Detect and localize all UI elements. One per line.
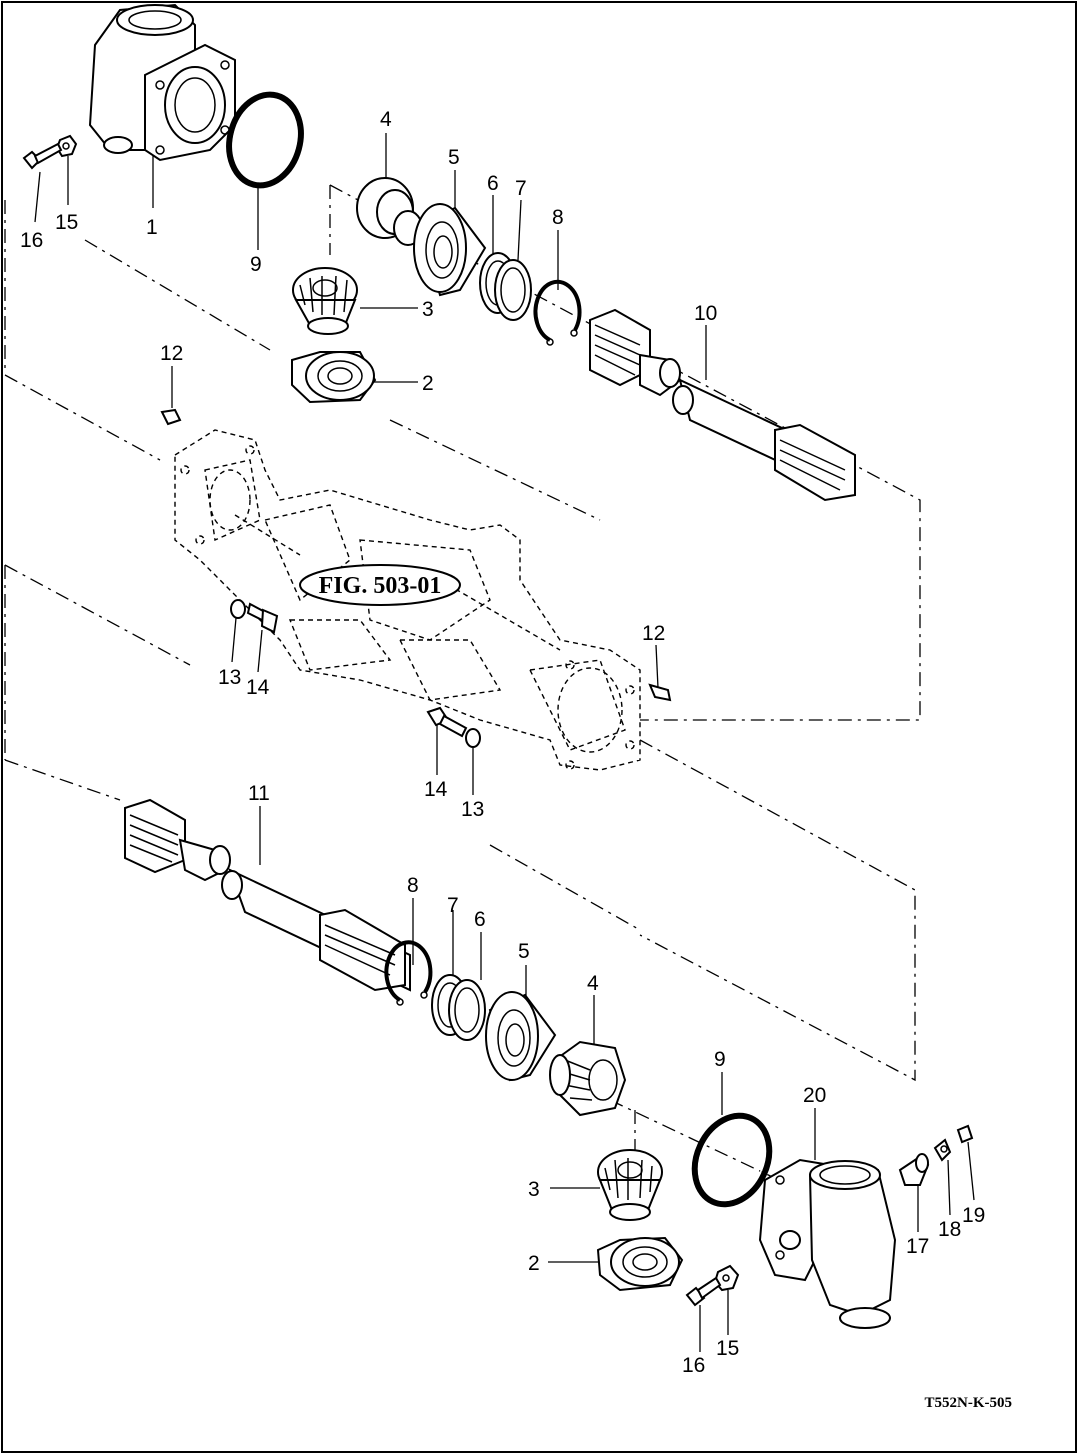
callout-17: 17 [906,1235,929,1258]
callout-14-left: 14 [246,676,270,699]
part-8-snap-ring-lower [384,940,433,1006]
part-9-o-ring-lower [691,1112,773,1208]
part-14-bolt-right [426,706,468,738]
part-2-bearing-lower [596,1236,684,1292]
callout-labels: 16 15 1 9 4 5 6 7 8 3 10 2 12 13 14 12 1… [20,108,985,1377]
callout-18: 18 [938,1218,961,1241]
part-2-bearing-upper [291,351,377,404]
part-11-axle-shaft-lower [124,798,411,992]
callout-4-lower: 4 [587,972,599,995]
callout-19: 19 [962,1204,985,1227]
figure-reference[interactable]: FIG. 503-01 [299,564,461,606]
callout-15-lower: 15 [716,1337,739,1360]
assembly-centerlines [4,184,921,1191]
part-16-bolt-lower [685,1276,722,1307]
part-3-bevel-gear-lower [597,1149,663,1221]
part-15-nut-upper [55,134,78,158]
callout-12-upper: 12 [160,342,183,365]
part-6-shim-lower [448,979,486,1041]
callout-2-lower: 2 [528,1252,540,1275]
callout-16-upper: 16 [20,229,43,252]
callout-15-upper: 15 [55,211,78,234]
part-13-washer-left [230,599,246,619]
callout-3-lower: 3 [528,1178,540,1201]
part-12-pin-upper [160,408,182,426]
part-4-collar-upper [356,177,423,246]
callout-3-upper: 3 [422,298,434,321]
callout-1: 1 [146,216,158,239]
leader-lines [34,133,975,1352]
callout-5-upper: 5 [448,146,460,169]
part-12-pin-lower [648,683,672,702]
part-8-snap-ring-upper [533,279,582,346]
callout-7-upper: 7 [515,177,527,200]
callout-13-left: 13 [218,666,241,689]
part-13-washer-right [465,728,481,748]
callout-11: 11 [248,782,270,805]
callout-2-upper: 2 [422,372,434,395]
callout-20: 20 [803,1084,826,1107]
part-18-washer [933,1138,952,1162]
callout-9-upper: 9 [250,253,262,276]
part-10-axle-shaft-upper [589,308,856,502]
part-17-fitting [898,1153,930,1186]
callout-9-lower: 9 [714,1048,726,1071]
figure-reference-label: FIG. 503-01 [319,573,442,599]
callout-5-lower: 5 [518,940,530,963]
part-14-bolt-left [246,602,279,634]
part-1-steering-case [88,3,236,162]
callout-8-lower: 8 [407,874,419,897]
callout-12-lower: 12 [642,622,665,645]
part-19-cap [956,1124,974,1144]
callout-13-right: 13 [461,798,484,821]
part-5-bearing-lower [485,991,557,1082]
part-3-bevel-gear-upper [292,267,358,335]
callout-10: 10 [694,302,717,325]
callout-6-lower: 6 [474,908,486,931]
callout-7-lower: 7 [447,894,459,917]
part-20-steering-case [758,1158,897,1329]
part-5-bearing-upper [413,203,487,297]
part-4-bevel-gear-lower [549,1040,627,1117]
callout-14-right: 14 [424,778,448,801]
part-9-o-ring-upper [226,91,304,189]
callout-8-upper: 8 [552,206,564,229]
callout-4-upper: 4 [380,108,392,131]
drawing-code: T552N-K-505 [925,1395,1013,1411]
part-16-bolt-upper [22,142,63,170]
part-7-shim-upper [494,259,532,321]
callout-16-lower: 16 [682,1354,705,1377]
callout-6-upper: 6 [487,172,499,195]
